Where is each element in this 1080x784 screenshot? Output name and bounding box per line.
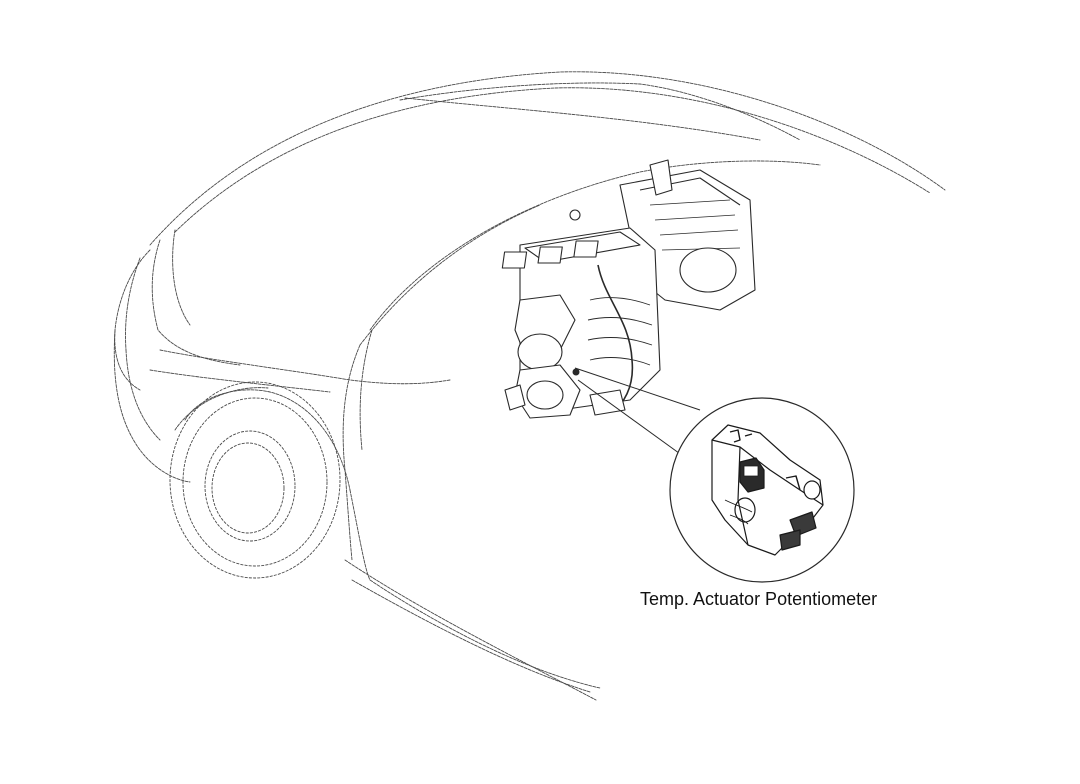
temp-actuator-potentiometer bbox=[711, 424, 824, 556]
callout-leader-lines bbox=[572, 367, 701, 457]
car-body-outline bbox=[113, 71, 946, 701]
front-wheel bbox=[169, 381, 341, 579]
callout-magnifier bbox=[669, 397, 855, 583]
hvac-module bbox=[501, 159, 756, 419]
callout-label: Temp. Actuator Potentiometer bbox=[640, 589, 878, 609]
